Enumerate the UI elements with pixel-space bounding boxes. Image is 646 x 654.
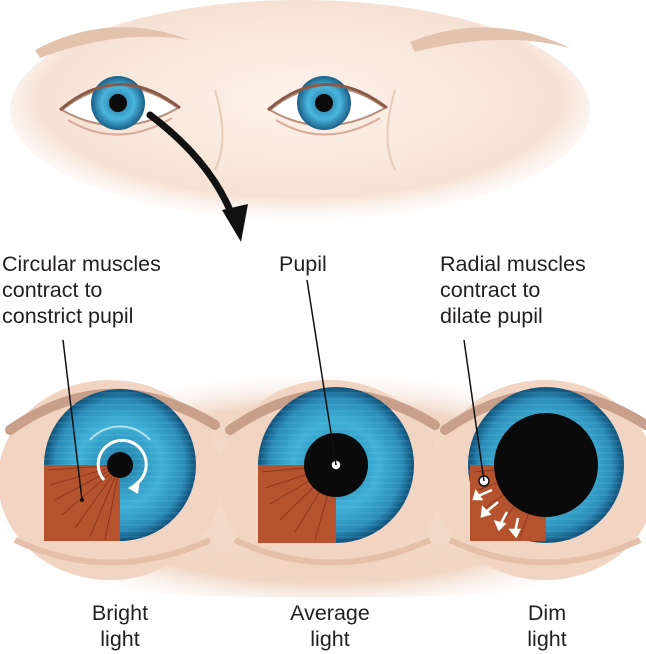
radial-label-line: contract to — [440, 277, 586, 303]
radial-label-line: Radial muscles — [440, 251, 586, 277]
caption-dim-light: Dim light — [472, 600, 622, 652]
caption-line: light — [255, 626, 405, 652]
radial-muscles-label: Radial muscles contract to dilate pupil — [440, 251, 586, 329]
caption-bright-light: Bright light — [45, 600, 195, 652]
caption-line: Bright — [45, 600, 195, 626]
caption-line: Dim — [472, 600, 622, 626]
pupil-label: Pupil — [279, 251, 327, 277]
caption-line: light — [45, 626, 195, 652]
caption-line: light — [472, 626, 622, 652]
circular-label-line: Circular muscles — [2, 251, 161, 277]
circular-label-line: constrict pupil — [2, 303, 161, 329]
caption-average-light: Average light — [255, 600, 405, 652]
caption-line: Average — [255, 600, 405, 626]
face-illustration — [10, 0, 590, 220]
circular-muscle-cutaway — [44, 465, 120, 541]
eye-bright-light — [0, 380, 222, 580]
radial-label-line: dilate pupil — [440, 303, 586, 329]
circular-muscles-label: Circular muscles contract to constrict p… — [2, 251, 161, 329]
circular-label-line: contract to — [2, 277, 161, 303]
eye-average-light — [218, 380, 442, 580]
